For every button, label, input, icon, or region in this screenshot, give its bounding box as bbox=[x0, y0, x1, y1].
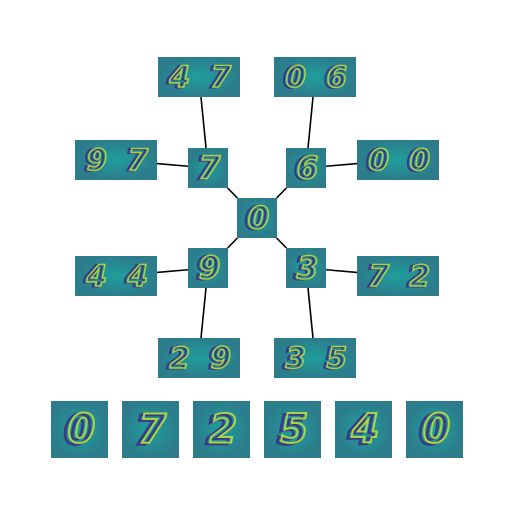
digit-glyph: 7 bbox=[139, 407, 167, 453]
svg-text:0: 0 bbox=[366, 144, 387, 178]
digit-glyph: 0 bbox=[410, 143, 431, 177]
svg-text:4: 4 bbox=[347, 408, 376, 454]
edge-upper-right-leaf-1 bbox=[307, 96, 314, 149]
digit-glyph: 7 bbox=[128, 143, 149, 177]
digit-glyph: 0 bbox=[369, 143, 390, 177]
digit-glyph: 4 bbox=[127, 259, 149, 293]
digit-glyph: 6 bbox=[327, 60, 348, 94]
svg-text:2: 2 bbox=[407, 260, 428, 294]
svg-text:3: 3 bbox=[283, 342, 304, 376]
digit-glyph: 6 bbox=[297, 150, 319, 186]
svg-text:7: 7 bbox=[366, 260, 387, 294]
svg-text:7: 7 bbox=[208, 61, 229, 95]
svg-text:5: 5 bbox=[324, 342, 345, 376]
digit-glyph: 4 bbox=[351, 407, 380, 453]
edge-upper-left-leaf-1 bbox=[200, 96, 207, 149]
digit-glyph: 0 bbox=[68, 407, 96, 453]
digit-glyph: 7 bbox=[369, 259, 390, 293]
svg-text:0: 0 bbox=[283, 61, 304, 95]
svg-text:4: 4 bbox=[83, 260, 105, 294]
digit-glyph: 4 bbox=[169, 60, 191, 94]
svg-text:9: 9 bbox=[84, 144, 105, 178]
edge-upper-right-leaf-2 bbox=[325, 162, 358, 168]
svg-text:3: 3 bbox=[294, 251, 316, 287]
digit-glyph: 7 bbox=[199, 150, 221, 186]
svg-text:6: 6 bbox=[324, 61, 345, 95]
edge-lower-right-leaf-2 bbox=[307, 287, 314, 339]
digit-glyph: 5 bbox=[281, 407, 309, 453]
digit-glyph: 3 bbox=[286, 341, 307, 375]
svg-text:4: 4 bbox=[124, 260, 146, 294]
edge-center-to-upper-left bbox=[227, 187, 238, 199]
svg-text:2: 2 bbox=[167, 342, 188, 376]
svg-text:0: 0 bbox=[407, 144, 428, 178]
digit-glyph: 7 bbox=[211, 60, 232, 94]
digit-glyph: 0 bbox=[286, 60, 307, 94]
svg-text:0: 0 bbox=[64, 408, 92, 454]
svg-text:0: 0 bbox=[245, 201, 267, 237]
svg-text:9: 9 bbox=[208, 342, 229, 376]
edge-center-to-upper-right bbox=[276, 187, 287, 199]
edge-lower-right-leaf-1 bbox=[325, 268, 358, 274]
edge-lower-left-leaf-2 bbox=[200, 287, 207, 339]
edge-lower-left-leaf-1 bbox=[156, 268, 189, 274]
digit-glyph: 9 bbox=[87, 143, 108, 177]
digit-glyph: 9 bbox=[199, 250, 221, 286]
digit-glyph: 0 bbox=[248, 200, 270, 236]
svg-text:2: 2 bbox=[206, 408, 234, 454]
svg-text:7: 7 bbox=[196, 151, 218, 187]
svg-text:7: 7 bbox=[125, 144, 146, 178]
svg-text:9: 9 bbox=[196, 251, 218, 287]
edge-upper-left-leaf-2 bbox=[156, 162, 189, 168]
digit-glyph: 0 bbox=[423, 407, 451, 453]
digit-glyph: 4 bbox=[86, 259, 108, 293]
digit-glyph: 2 bbox=[170, 341, 191, 375]
digit-glyph: 2 bbox=[210, 407, 238, 453]
edge-center-to-lower-left bbox=[227, 237, 238, 249]
svg-text:7: 7 bbox=[135, 408, 163, 454]
digit-glyph: 5 bbox=[327, 341, 348, 375]
svg-text:4: 4 bbox=[166, 61, 188, 95]
digit-glyph: 3 bbox=[297, 250, 319, 286]
edge-center-to-lower-right bbox=[276, 237, 287, 249]
digit-glyph: 9 bbox=[211, 341, 232, 375]
svg-text:5: 5 bbox=[277, 408, 305, 454]
svg-text:6: 6 bbox=[294, 151, 316, 187]
digit-glyph: 2 bbox=[410, 259, 431, 293]
svg-text:0: 0 bbox=[419, 408, 447, 454]
